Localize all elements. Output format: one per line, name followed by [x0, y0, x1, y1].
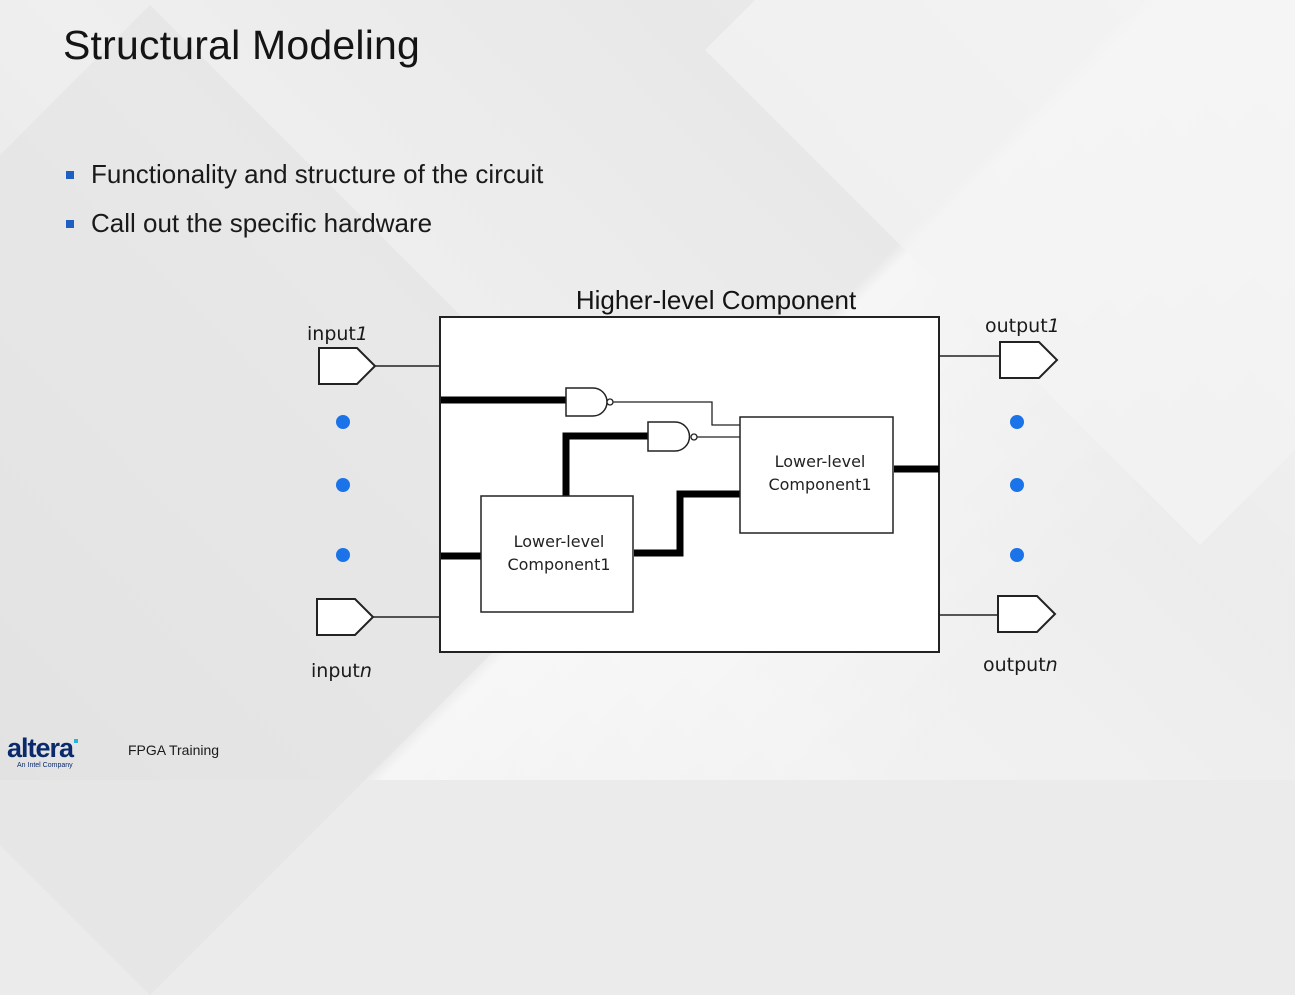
component-label-line1: Lower-level	[514, 532, 605, 551]
inverter-bubble	[690, 433, 698, 441]
component-label-line2: Component1	[768, 475, 871, 494]
bullet-list: Functionality and structure of the circu…	[66, 150, 543, 248]
wire	[613, 401, 740, 426]
input1-port-icon	[318, 347, 377, 385]
logo-dot-icon	[74, 739, 79, 743]
ellipsis-dot	[1010, 415, 1024, 429]
altera-logo: altera An Intel Company	[7, 733, 79, 769]
outputn-label: outputn	[983, 654, 1058, 676]
output1-label: output1	[985, 315, 1060, 337]
inputn-label: inputn	[311, 660, 372, 682]
component-label-line1: Lower-level	[775, 452, 866, 471]
ellipsis-dot	[336, 478, 350, 492]
bullet-text: Call out the specific hardware	[91, 208, 433, 238]
slide-title: Structural Modeling	[63, 22, 421, 68]
nand-gate-icon	[565, 387, 608, 417]
ellipsis-dot	[1010, 478, 1024, 492]
inputn-port-icon	[316, 598, 375, 636]
bullet-icon	[66, 170, 74, 179]
lower-level-component-left	[480, 495, 634, 613]
outer-component-label: Higher-level Component	[576, 285, 857, 315]
logo-wordmark: altera	[7, 733, 74, 763]
outputn-port-icon	[997, 595, 1057, 633]
nand-gate-icon	[647, 421, 691, 452]
lower-level-component-right	[739, 416, 894, 534]
bullet-item: Call out the specific hardware	[66, 199, 543, 248]
bullet-text: Functionality and structure of the circu…	[91, 159, 544, 189]
structural-diagram: Higher-level Component input1 inputn out…	[307, 285, 1060, 682]
bus-wire	[562, 432, 648, 496]
component-label-line2: Component1	[507, 555, 610, 574]
ellipsis-dot	[336, 415, 350, 429]
input1-label: input1	[307, 323, 368, 345]
bullet-item: Functionality and structure of the circu…	[66, 150, 543, 199]
bus-wire	[634, 490, 740, 557]
ellipsis-dot	[336, 548, 350, 562]
output1-port-icon	[999, 341, 1059, 379]
logo-subtitle: An Intel Company	[17, 762, 73, 769]
ellipsis-dot	[1010, 548, 1024, 562]
bullet-icon	[66, 219, 74, 228]
footer-label: FPGA Training	[128, 742, 220, 758]
inverter-bubble	[606, 398, 614, 406]
